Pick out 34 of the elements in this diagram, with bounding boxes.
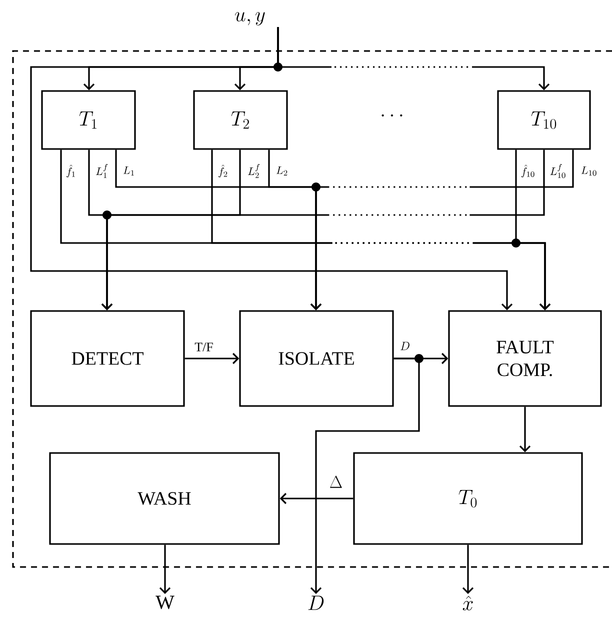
edge-label: $\hat{f}_{10}$ xyxy=(521,164,534,178)
arrow xyxy=(310,150,574,310)
edge-label: $L_{1}^{f}$ xyxy=(96,164,108,178)
edge-label: $\hat{f}_{1}$ xyxy=(66,164,75,178)
arrow xyxy=(280,492,354,504)
edge-label: $L_{2}$ xyxy=(276,166,288,176)
edge-label: $L_{2}^{f}$ xyxy=(248,164,260,178)
arrow xyxy=(310,358,420,594)
transform-box: $T_{10}$ xyxy=(497,90,591,150)
process-box: DETECT xyxy=(30,310,185,407)
edge-label: $L_{10}^{f}$ xyxy=(550,164,566,178)
arrow xyxy=(462,544,474,594)
output-label: W xyxy=(156,596,174,610)
input-label: $u, y$ xyxy=(234,12,265,26)
process-box: WASH xyxy=(49,452,280,545)
transform-box: $T_{2}$ xyxy=(193,90,288,150)
arrow xyxy=(184,352,240,364)
edge-label: $L_{10}$ xyxy=(581,166,596,176)
transform-box: $T_{1}$ xyxy=(41,90,136,150)
edge-label: $\hat{f}_{2}$ xyxy=(218,164,228,178)
edge-label: T/F xyxy=(194,342,213,352)
process-box: ISOLATE xyxy=(239,310,394,407)
process-box: FAULT COMP. xyxy=(448,310,602,407)
ellipsis: $\cdots$ xyxy=(382,114,402,117)
arrow xyxy=(159,544,171,594)
edge-label: $D$ xyxy=(400,342,410,350)
arrow xyxy=(515,150,551,310)
arrow xyxy=(30,27,513,310)
process-box: $T_{0}$ xyxy=(353,452,583,545)
edge-label: $\Delta$ xyxy=(330,476,342,488)
output-label: $D$ xyxy=(308,596,324,610)
edge-label: $L_{1}$ xyxy=(123,166,134,176)
arrow xyxy=(519,406,531,452)
output-label: $\hat{x}$ xyxy=(462,596,473,610)
